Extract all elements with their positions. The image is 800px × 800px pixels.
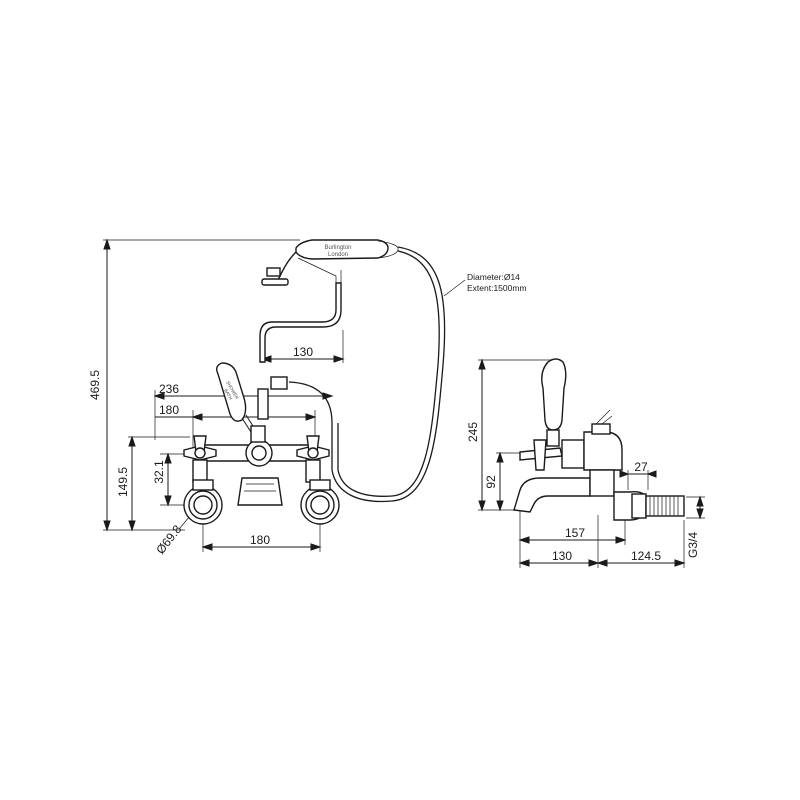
label-hose-offset: 130 xyxy=(293,345,313,359)
dim-overall-height: 469.5 xyxy=(88,238,300,532)
label-flange-diameter: Ø69.8 xyxy=(153,522,184,557)
label-nut-width: 27 xyxy=(634,460,648,474)
dim-body-height: 149.5 xyxy=(116,435,190,532)
dim-nut-width: 27 xyxy=(619,460,657,490)
shower-handset: Burlington London xyxy=(261,239,399,286)
label-spout-length: 157 xyxy=(565,526,585,540)
label-spout-to-body: 130 xyxy=(552,549,572,563)
label-body-height: 149.5 xyxy=(116,467,130,497)
dim-inlet-centres: 180 xyxy=(201,515,322,552)
handset-city: London xyxy=(328,252,348,258)
dim-side-height: 245 xyxy=(466,358,555,512)
side-valve-body xyxy=(561,409,623,471)
dim-hose-offset: 130 xyxy=(260,330,345,363)
hose-note: Diameter:Ø14 Extent:1500mm xyxy=(443,272,527,297)
label-body-depth: 124.5 xyxy=(631,549,661,563)
hose-note-line1: Diameter:Ø14 xyxy=(467,272,520,282)
lever-label-bottom: BATH xyxy=(223,388,233,401)
label-thread: G3/4 xyxy=(686,532,700,558)
right-inlet-flange xyxy=(300,479,340,525)
side-crosshead xyxy=(519,439,563,471)
right-crosshead xyxy=(296,435,330,483)
hose-note-line2: Extent:1500mm xyxy=(467,283,527,293)
side-wall-connection xyxy=(613,491,685,521)
shower-riser xyxy=(257,282,342,420)
front-view: 469.5 149.5 32.1 236 xyxy=(88,238,527,557)
label-spout-height: 92 xyxy=(484,475,498,489)
handset-brand: Burlington xyxy=(324,245,351,251)
side-spout xyxy=(513,469,615,513)
label-side-height: 245 xyxy=(466,422,480,442)
dim-handle-to-inlet: 32.1 xyxy=(152,452,190,507)
left-inlet-flange xyxy=(183,479,223,525)
label-handle-to-inlet: 32.1 xyxy=(152,460,166,484)
shower-hose xyxy=(288,246,446,503)
label-handle-centres-top: 180 xyxy=(159,403,179,417)
label-inlet-centres: 180 xyxy=(250,533,270,547)
label-overall-height: 469.5 xyxy=(88,370,102,400)
dim-spout-to-body: 130 xyxy=(518,515,600,568)
dim-spout-length: 157 xyxy=(518,510,627,568)
label-bracket-width: 236 xyxy=(159,382,179,396)
side-view: 245 92 157 130 xyxy=(466,358,705,568)
dim-body-depth: 124.5 xyxy=(596,520,686,568)
dim-thread: G3/4 xyxy=(686,495,705,558)
side-lever xyxy=(541,358,567,447)
